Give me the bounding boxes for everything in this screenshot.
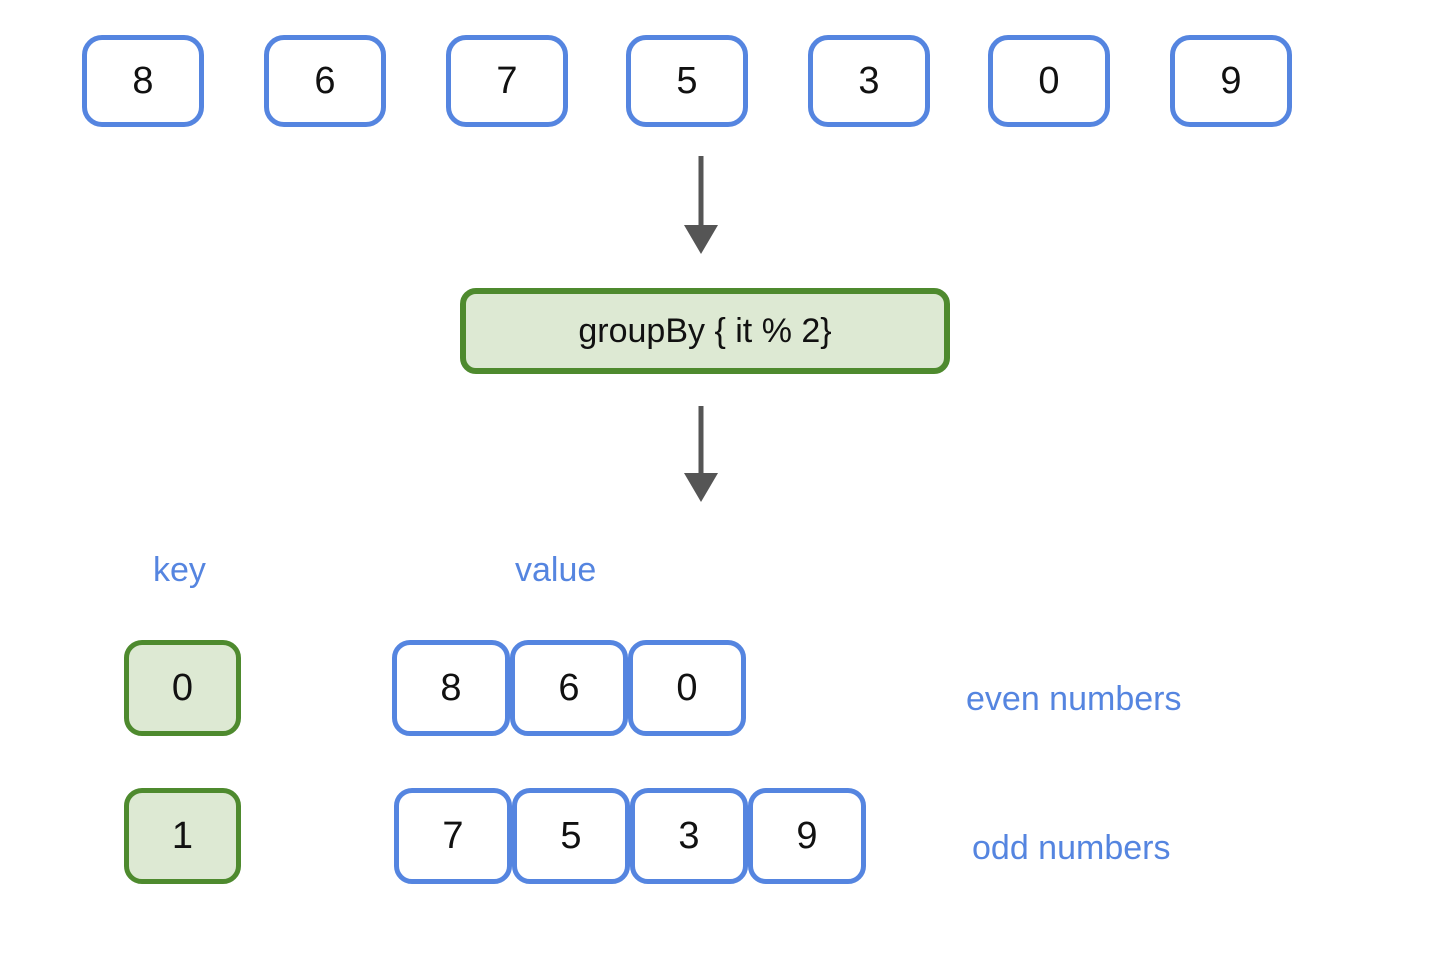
input-cell: 9 xyxy=(1170,35,1292,127)
arrow-operation-to-result xyxy=(684,406,718,502)
input-cell-value: 6 xyxy=(314,60,336,102)
input-cell: 0 xyxy=(988,35,1110,127)
value-cell: 9 xyxy=(748,788,866,884)
input-cell-value: 7 xyxy=(496,60,518,102)
key-cell-value: 0 xyxy=(171,667,194,709)
input-cell-value: 3 xyxy=(858,60,880,102)
value-cell: 6 xyxy=(510,640,628,736)
groupby-operation-box: groupBy { it % 2} xyxy=(460,288,950,374)
key-cell: 0 xyxy=(124,640,241,736)
value-cell-value: 7 xyxy=(442,815,464,857)
key-cell: 1 xyxy=(124,788,241,884)
input-cell: 6 xyxy=(264,35,386,127)
row-annotation-odd: odd numbers xyxy=(972,829,1171,867)
value-cell-value: 3 xyxy=(678,815,700,857)
input-cell: 5 xyxy=(626,35,748,127)
input-cell-value: 9 xyxy=(1220,60,1242,102)
column-header-key: key xyxy=(153,551,206,589)
value-cell-value: 8 xyxy=(440,667,462,709)
column-header-value: value xyxy=(515,551,597,589)
value-cell: 0 xyxy=(628,640,746,736)
input-cell-value: 0 xyxy=(1038,60,1060,102)
value-cell-value: 6 xyxy=(558,667,580,709)
value-cell-value: 0 xyxy=(676,667,698,709)
value-cell-value: 9 xyxy=(796,815,818,857)
value-cell: 7 xyxy=(394,788,512,884)
value-cell: 3 xyxy=(630,788,748,884)
arrow-input-to-operation xyxy=(684,156,718,254)
input-cell-value: 8 xyxy=(132,60,154,102)
input-cell: 3 xyxy=(808,35,930,127)
groupby-operation-label: groupBy { it % 2} xyxy=(578,312,832,350)
value-cell: 5 xyxy=(512,788,630,884)
input-cell: 7 xyxy=(446,35,568,127)
input-cell: 8 xyxy=(82,35,204,127)
value-cell: 8 xyxy=(392,640,510,736)
value-cell-value: 5 xyxy=(560,815,582,857)
row-annotation-even: even numbers xyxy=(966,680,1182,718)
key-cell-value: 1 xyxy=(171,815,194,857)
input-cell-value: 5 xyxy=(676,60,698,102)
